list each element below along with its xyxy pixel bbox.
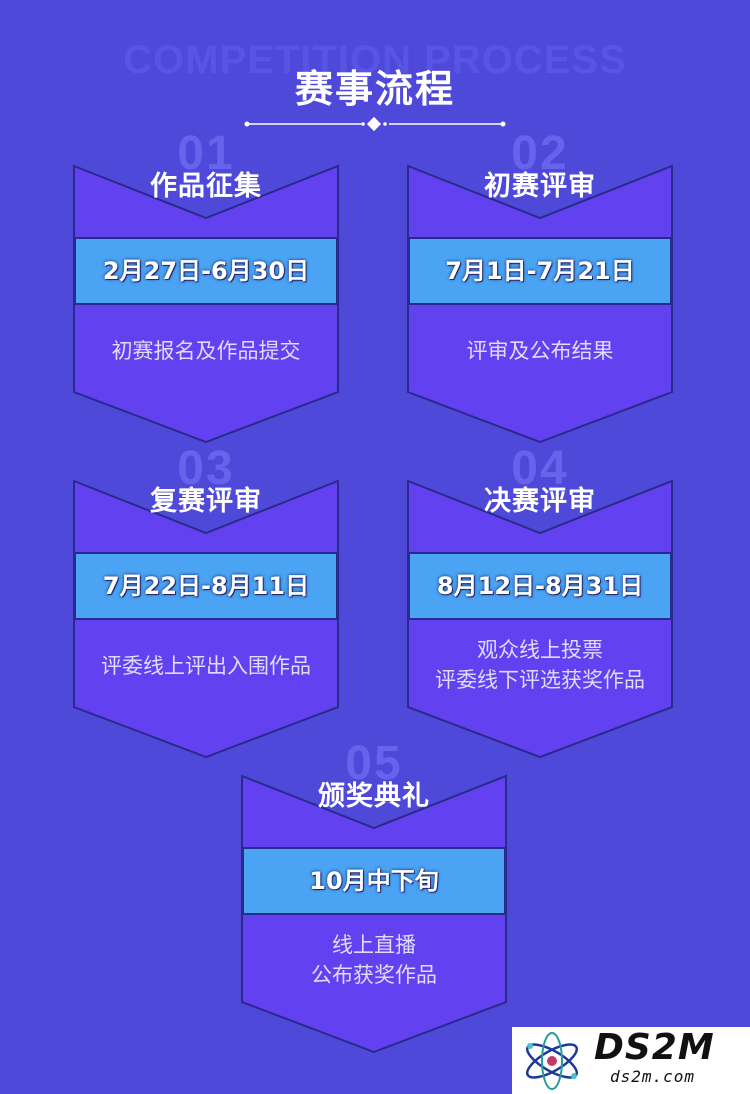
chevron-frame-5 (241, 774, 507, 1054)
step-number: 03 (177, 442, 235, 495)
watermark-name: DS2M (594, 1027, 715, 1068)
step-card-3: 03 复赛评审 7月22日-8月11日 评委线上评出入围作品 (73, 442, 339, 759)
step-title: 初赛评审 (484, 171, 596, 202)
page-title: 赛事流程 (294, 67, 455, 111)
step-description: 观众线上投票 评委线下评选获奖作品 (408, 635, 672, 695)
step-number: 05 (345, 737, 403, 790)
step-card-2: 02 初赛评审 7月1日-7月21日 评审及公布结果 (407, 127, 673, 444)
header-bg-text: COMPETITION PROCESS (123, 38, 627, 82)
desc-line: 评委线下评选获奖作品 (435, 668, 645, 692)
desc-line: 初赛报名及作品提交 (111, 339, 301, 363)
step-number: 04 (511, 442, 569, 495)
step-date: 7月1日-7月21日 (445, 257, 635, 285)
chevron-frame-1 (73, 164, 339, 444)
step-card-4: 04 决赛评审 8月12日-8月31日 观众线上投票 评委线下评选获奖作品 (407, 442, 673, 759)
step-title: 作品征集 (150, 171, 262, 202)
desc-line: 线上直播 (332, 933, 416, 957)
atom-logo-icon (525, 1032, 579, 1090)
chevron-frame-3 (73, 479, 339, 759)
watermark-url: ds2m.com (610, 1067, 696, 1086)
desc-line: 公布获奖作品 (311, 963, 437, 987)
step-number: 02 (511, 127, 569, 180)
title-divider (244, 116, 506, 132)
step-description: 初赛报名及作品提交 (74, 336, 338, 366)
step-description: 评审及公布结果 (408, 336, 672, 366)
desc-line: 观众线上投票 (477, 638, 603, 662)
step-number: 01 (177, 127, 235, 180)
step-card-1: 01 作品征集 2月27日-6月30日 初赛报名及作品提交 (73, 127, 339, 444)
step-title: 复赛评审 (150, 486, 262, 517)
step-card-5: 05 颁奖典礼 10月中下旬 线上直播 公布获奖作品 (241, 737, 507, 1054)
step-date: 7月22日-8月11日 (102, 572, 310, 600)
step-description: 评委线上评出入围作品 (74, 651, 338, 681)
step-date: 8月12日-8月31日 (436, 572, 644, 600)
watermark-logo: DS2M ds2m.com (512, 1027, 750, 1094)
chevron-frame-4 (407, 479, 673, 759)
step-title: 颁奖典礼 (318, 781, 430, 812)
desc-line: 评委线上评出入围作品 (101, 654, 311, 678)
chevron-frame-2 (407, 164, 673, 444)
step-date: 10月中下旬 (309, 867, 439, 895)
step-date: 2月27日-6月30日 (102, 257, 310, 285)
step-title: 决赛评审 (484, 486, 596, 517)
step-description: 线上直播 公布获奖作品 (242, 930, 506, 990)
desc-line: 评审及公布结果 (466, 339, 614, 363)
